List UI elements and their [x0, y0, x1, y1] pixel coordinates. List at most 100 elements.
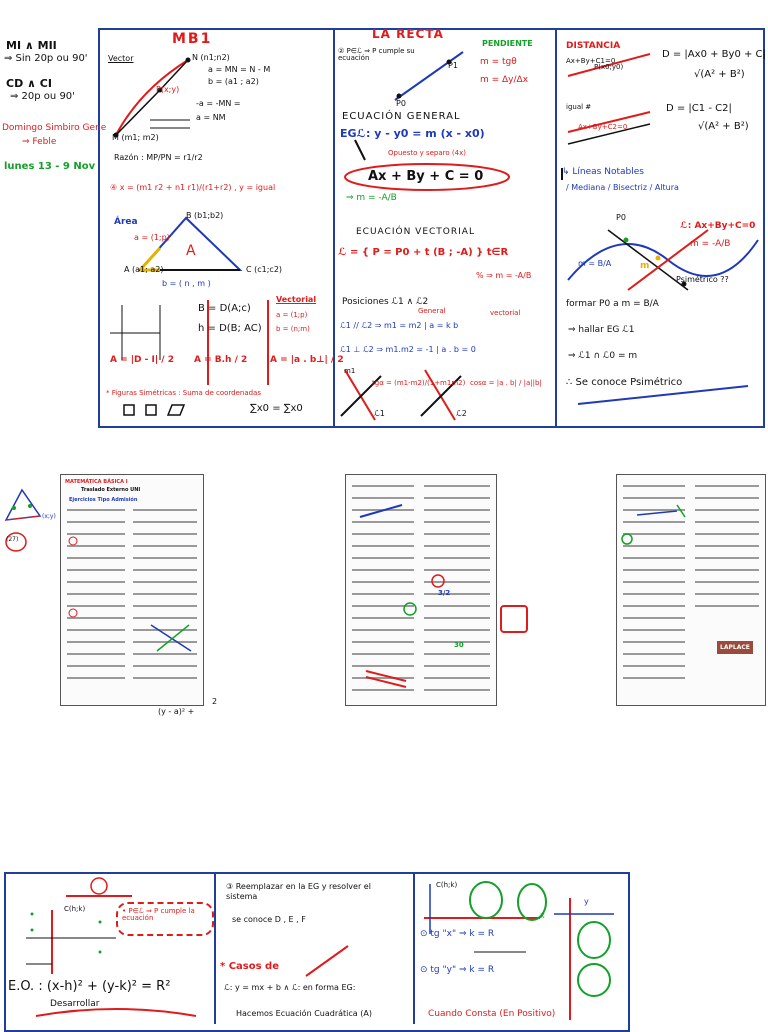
- a-coord: A (a1; a2): [124, 265, 164, 274]
- note-20p: ⇒ 20p ou 90': [10, 91, 75, 102]
- d2-num: D = |C1 - C2|: [666, 103, 732, 114]
- eo-eq: E.O. : (x-h)² + (y-k)² = R²: [8, 979, 171, 994]
- divider-1: [333, 28, 335, 428]
- vector-diagram: A: [110, 57, 269, 416]
- b-coord: B (b1;b2): [186, 211, 224, 220]
- chk-label-2: C(h;k): [436, 881, 458, 889]
- eq-d: a = NM: [196, 113, 226, 122]
- cos-formula: cosα = |a . b| / |a||b|: [470, 379, 542, 387]
- distancia-title: DISTANCIA: [566, 41, 621, 51]
- area-det: A = |D - I| / 2: [110, 355, 174, 365]
- footer-note: Cuando Consta (En Positivo): [428, 1009, 556, 1019]
- vectorial-label-2: vectorial: [490, 309, 521, 317]
- y-axis-label: y: [584, 897, 589, 906]
- m-eq-2: m = -A/B: [690, 239, 731, 249]
- figuras-note: * Figuras Simétricas : Suma de coordenad…: [106, 389, 261, 397]
- red-bracket-2: [500, 605, 528, 633]
- notes-panel-top: [98, 28, 765, 428]
- m-ba: m = B/A: [578, 259, 612, 268]
- det-formula: B = D(A;c): [198, 303, 251, 314]
- inter-note: ⇒ ℒ1 ∩ ℒ0 = m: [568, 351, 638, 361]
- m1-label: m1: [344, 367, 356, 375]
- doc1-note: (y - a)² +: [158, 707, 195, 716]
- tg-y: ⊙ tg "y" ⇒ k = R: [420, 965, 495, 975]
- casos-sketch: [305, 945, 349, 977]
- note-mi-mii: MI ∧ MII: [6, 39, 57, 52]
- n-coord: N (n1;n2): [192, 53, 230, 62]
- opuesto-note: Opuesto y separo (4x): [388, 149, 466, 157]
- axby-eq: Ax + By + C = 0: [368, 169, 484, 184]
- circle-sketch: [26, 877, 197, 1017]
- left-note-1: (x;y): [42, 513, 56, 520]
- l2-label: ℒ2: [456, 409, 467, 418]
- laplace-logo: LAPLACE: [717, 641, 753, 654]
- svg-text:A: A: [186, 243, 196, 259]
- c-coord: C (c1;c2): [246, 265, 283, 274]
- hallar-note: ⇒ hallar EG ℒ1: [568, 325, 635, 335]
- lineas-title: ↳ Líneas Notables: [562, 167, 644, 177]
- pxy-label: P(x0;y0): [594, 63, 624, 71]
- left-note-2: (27): [6, 536, 19, 543]
- m-mark: m: [640, 261, 650, 271]
- razon: Razón : MP/PN = r1/r2: [114, 153, 203, 162]
- x-axis-label: x: [540, 911, 545, 920]
- x-formula: ④ x = (m1 r2 + n1 r1)/(r1+r2) , y = igua…: [110, 183, 276, 192]
- d-formula-den: √(A² + B²): [694, 69, 745, 80]
- la-recta-title: LA RECTA: [372, 27, 444, 41]
- point-note: ② P∈ℒ ⇒ P cumple su ecuación: [338, 47, 415, 63]
- note-feble: ⇒ Feble: [22, 137, 57, 147]
- p0-label-2: P0: [616, 213, 626, 222]
- mb1-title: MB1: [172, 31, 213, 47]
- doc2-mark: 3/2: [438, 589, 451, 597]
- figuras-eq: ∑x0 = ∑x0: [250, 403, 303, 414]
- p-label: P(x;y): [156, 85, 180, 94]
- tg-x: ⊙ tg "x" ⇒ k = R: [420, 929, 495, 939]
- m-delta: m = Δy/Δx: [480, 75, 529, 85]
- igual-label: igual #: [566, 103, 592, 111]
- pendiente-label: PENDIENTE: [482, 39, 533, 48]
- m-ab-2: % ⇒ m = -A/B: [476, 271, 532, 280]
- exercise-doc-3: LAPLACE: [616, 474, 766, 706]
- doc1-title: MATEMÁTICA BÁSICA I: [65, 479, 128, 485]
- p1-label: P1: [448, 61, 458, 70]
- ecuacion-note: Hacemos Ecuación Cuadrática (A): [236, 1009, 372, 1018]
- casos-label: * Casos de: [220, 961, 279, 972]
- vectorial-label: Vectorial: [276, 295, 317, 304]
- area-label: Área: [114, 217, 138, 227]
- recta-diagram: [340, 51, 510, 421]
- exercise-doc-2: 3/2 30: [345, 474, 497, 706]
- vector-label: Vector: [108, 54, 134, 63]
- area-a-eq: a = (1;p): [134, 233, 170, 242]
- divider-2: [555, 28, 557, 428]
- d-formula-num: D = |Ax0 + By0 + C|: [662, 49, 766, 60]
- casos-eq: ℒ: y = mx + b ∧ ℒ: en forma EG:: [224, 983, 356, 992]
- d2-den: √(A² + B²): [698, 121, 749, 132]
- posiciones: Posiciones ℒ1 ∧ ℒ2: [342, 297, 429, 307]
- vec-b: b = (n;m): [276, 325, 310, 333]
- eg-eq: EGℒ: y - y0 = m (x - x0): [340, 127, 485, 140]
- se-conoce-note: ∴ Se conoce Psimétrico: [566, 377, 683, 388]
- lineas-list: / Mediana / Bisectriz / Altura: [566, 183, 679, 192]
- point-note-2: • P∈ℒ ⇒ P cumple la ecuación: [122, 907, 195, 923]
- doc1-section: Ejercicios Tipo Admisión: [69, 497, 138, 503]
- se-conoce-2: se conoce D , E , F: [232, 915, 306, 924]
- left-sketch: [4, 488, 42, 552]
- general-label: General: [418, 307, 446, 315]
- area-vec: A = |a . b⊥| / 2: [270, 355, 344, 365]
- eq-c: -a = -MN =: [196, 99, 241, 108]
- formar-note: formar P0 a m = B/A: [566, 299, 659, 309]
- line1-eq: Ax+By+C1=0: [566, 57, 616, 65]
- tangent-sketch: [424, 881, 614, 1020]
- divider-3: [214, 872, 216, 1024]
- point-note-box: [116, 902, 214, 936]
- eq-a: a = MN = N - M: [208, 65, 271, 74]
- paralel-eq: ℒ1 // ℒ2 ⇒ m1 = m2 | a = k b: [340, 321, 459, 330]
- m-coord: M (m1; m2): [112, 133, 159, 142]
- step3-note: ③ Reemplazar en la EG y resolver el sist…: [226, 882, 371, 902]
- h-formula: h = D(B; AC): [198, 323, 262, 334]
- distancia-diagram: [561, 53, 759, 405]
- l-eq: ℒ: Ax+By+C=0: [680, 221, 756, 231]
- note-lunes: lunes 13 - 9 Nov: [4, 161, 96, 172]
- tg-formula: tgα = (m1-m2)/(1+m1m2): [372, 379, 466, 387]
- ev-title: ECUACIÓN VECTORIAL: [356, 227, 475, 237]
